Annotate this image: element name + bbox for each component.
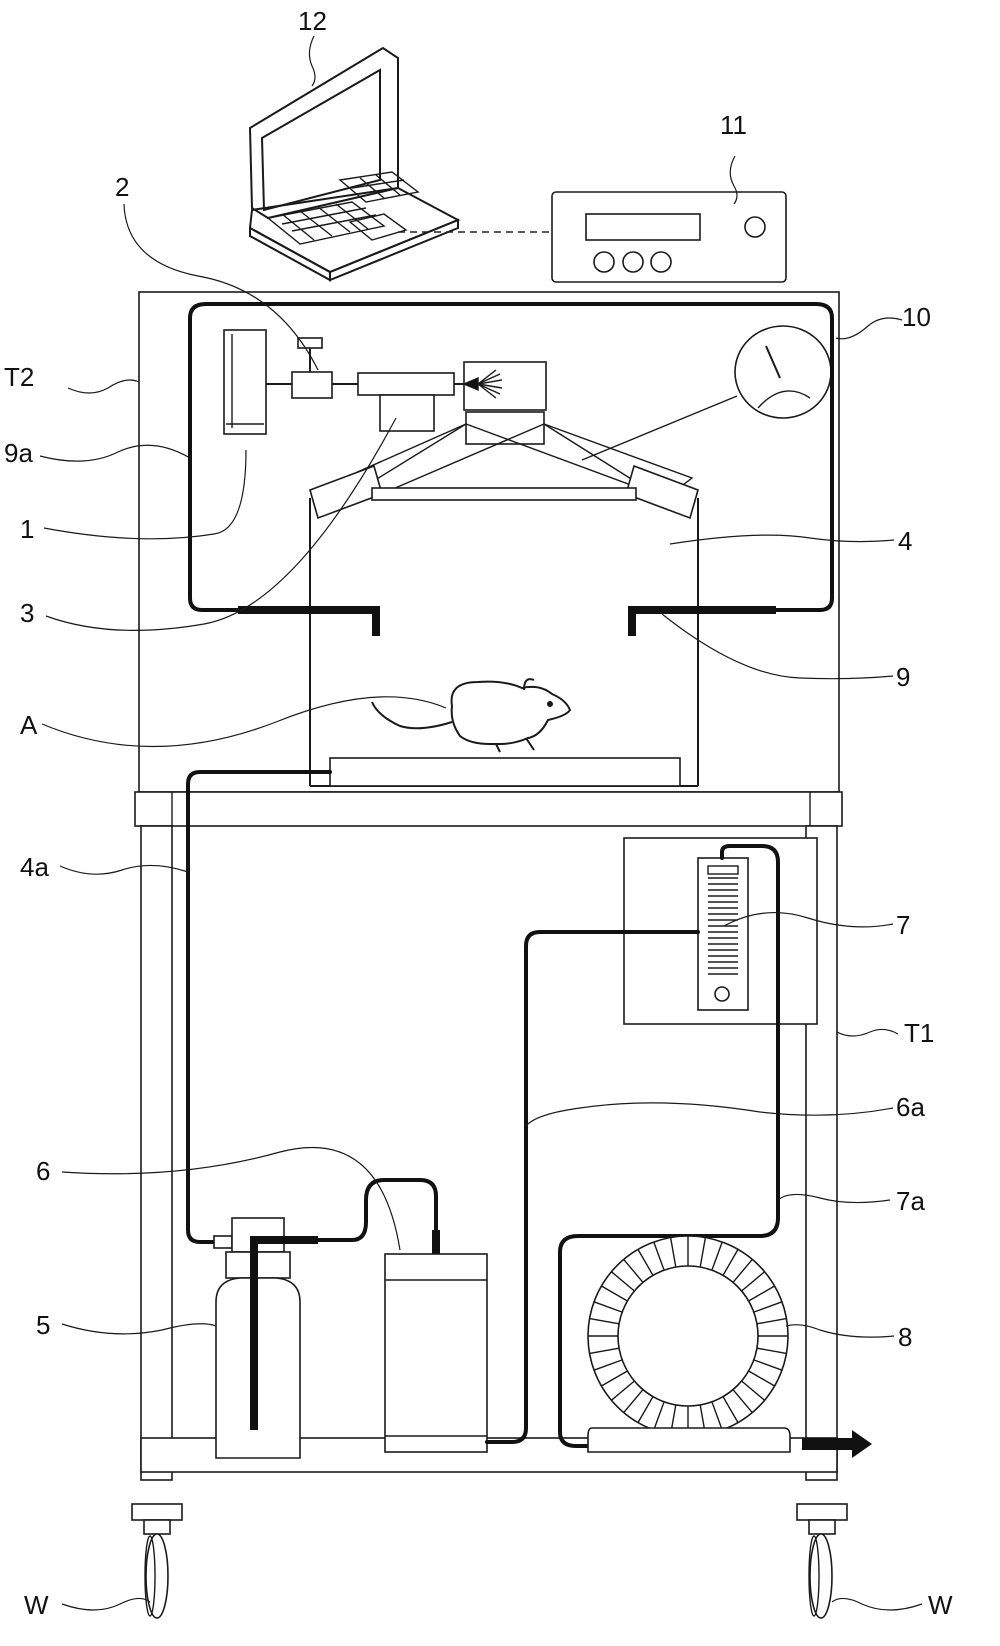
laptop — [250, 48, 458, 280]
trap-bottle — [214, 1218, 318, 1458]
flowmeter — [698, 858, 748, 1010]
controller-button-1 — [594, 252, 614, 272]
gas-cylinder — [224, 330, 266, 434]
caster-left — [132, 1504, 182, 1618]
controller-button-3 — [651, 252, 671, 272]
label-5: 5 — [36, 1310, 50, 1340]
label-9a: 9a — [4, 438, 33, 468]
label-11: 11 — [720, 110, 747, 140]
chamber-floor-tray — [330, 758, 680, 786]
controller-knob — [745, 217, 765, 237]
label-T1: T1 — [904, 1018, 934, 1048]
pressure-gauge — [735, 326, 831, 418]
label-9: 9 — [896, 662, 910, 692]
caster-right — [797, 1504, 847, 1618]
label-12: 12 — [298, 6, 327, 36]
label-3: 3 — [20, 598, 34, 628]
controller-button-2 — [623, 252, 643, 272]
label-2: 2 — [115, 172, 129, 202]
label-T2: T2 — [4, 362, 34, 392]
label-6: 6 — [36, 1156, 50, 1186]
exhaust-line — [188, 772, 330, 1242]
label-8: 8 — [898, 1322, 912, 1352]
vacuum-pump — [588, 1236, 790, 1452]
label-7: 7 — [896, 910, 910, 940]
label-W-left: W — [24, 1590, 49, 1620]
controller-unit — [552, 192, 786, 282]
laptop-keyboard — [268, 172, 418, 244]
label-4: 4 — [898, 526, 912, 556]
label-7a: 7a — [896, 1186, 925, 1216]
label-1: 1 — [20, 514, 34, 544]
label-10: 10 — [902, 302, 931, 332]
label-6a: 6a — [896, 1092, 925, 1122]
trap-to-filter-line — [318, 1180, 436, 1252]
label-4a: 4a — [20, 852, 49, 882]
filter-canister — [385, 1254, 487, 1452]
controller-display — [586, 214, 700, 240]
label-W-right: W — [928, 1590, 953, 1620]
label-A: A — [20, 710, 38, 740]
